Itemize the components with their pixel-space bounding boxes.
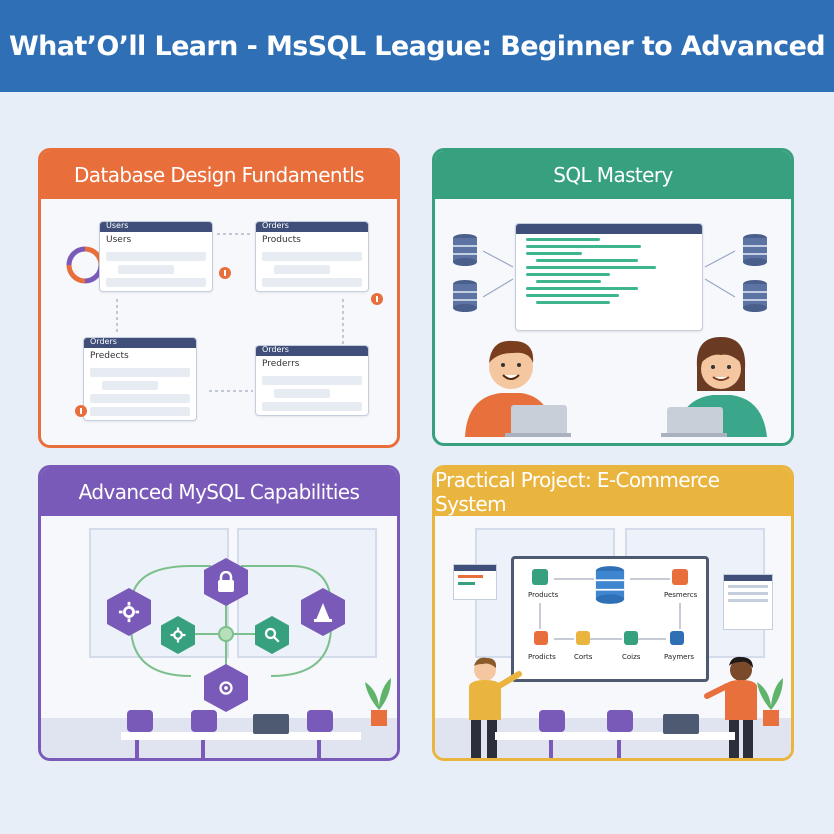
title-banner: What’O’ll Learn - MsSQL League: Beginner… [0,0,834,92]
table-field: Predects [90,351,129,361]
er-diagram: Users Users Orders Products Orders Prede… [41,199,397,445]
table-field: Prederrs [262,359,300,369]
connector-lines [482,250,736,298]
developer-female-illustration [661,337,767,437]
flow-label: Products [528,591,559,599]
table-field: Products [262,235,301,245]
presenter-male-illustration [469,657,522,758]
flow-label: Paymers [664,653,694,661]
table-header: Orders [90,337,117,346]
flow-label: Pesmercs [664,591,698,599]
products-icon [532,569,548,585]
flow-label: Corts [574,653,593,661]
flow-label: Prodicts [528,653,556,661]
page-title: What’O’ll Learn - MsSQL League: Beginner… [8,30,826,62]
payments-icon [672,569,688,585]
code-editor [515,223,703,331]
database-icon [453,280,477,312]
panel-advanced-mysql: Advanced MySQL Capabilities [38,465,400,761]
office-furniture [121,710,361,758]
panel-title: Database Design Fundamentls [74,163,365,187]
dashboard-screen: Products Pesmercs Prodicts Corts Coizs P… [511,556,709,682]
database-icon [743,280,767,312]
side-screen [453,564,497,600]
table-header: Users [106,221,129,230]
cart-icon [576,631,590,645]
developer-male-illustration [465,340,571,437]
database-icon [595,566,625,604]
plant-icon [365,678,391,726]
key-icon [75,405,87,417]
panel-header: Database Design Fundamentls [41,151,397,199]
sql-illustration [435,199,791,443]
relationship-lines [116,233,344,392]
panel-sql-mastery: SQL Mastery [432,148,794,446]
panel-header: SQL Mastery [435,151,791,199]
flow-label: Coizs [622,653,641,661]
advanced-illustration [41,516,397,758]
panel-title: Practical Project: E-Commerce System [435,468,720,516]
table-field: Users [106,235,132,245]
plant-icon [757,678,783,726]
table-card: Orders Products [255,221,369,292]
payment-icon [670,631,684,645]
database-icon [453,234,477,266]
table-header: Orders [262,221,289,230]
panel-title: Advanced MySQL Capabilities [78,480,360,504]
table-card: Orders Prederrs [255,345,369,416]
database-icon [743,234,767,266]
panel-header: Practical Project: E-Commerce System [435,468,791,516]
wizard-hat-icon [301,588,345,636]
project-illustration: Products Pesmercs Prodicts Corts Coizs P… [435,516,791,758]
key-icon [371,293,383,305]
panel-database-design: Database Design Fundamentls Users Users … [38,148,400,448]
table-card: Orders Predects [83,337,197,421]
panel-title: SQL Mastery [553,163,673,187]
office-furniture [495,710,735,758]
product-icon [534,631,548,645]
side-screen [723,574,773,630]
coins-icon [624,631,638,645]
flow-connectors [539,578,681,640]
table-header: Orders [262,345,289,354]
key-icon [219,267,231,279]
panel-practical-project: Practical Project: E-Commerce System [432,465,794,761]
panel-header: Advanced MySQL Capabilities [41,468,397,516]
table-card: Users Users [99,221,213,292]
